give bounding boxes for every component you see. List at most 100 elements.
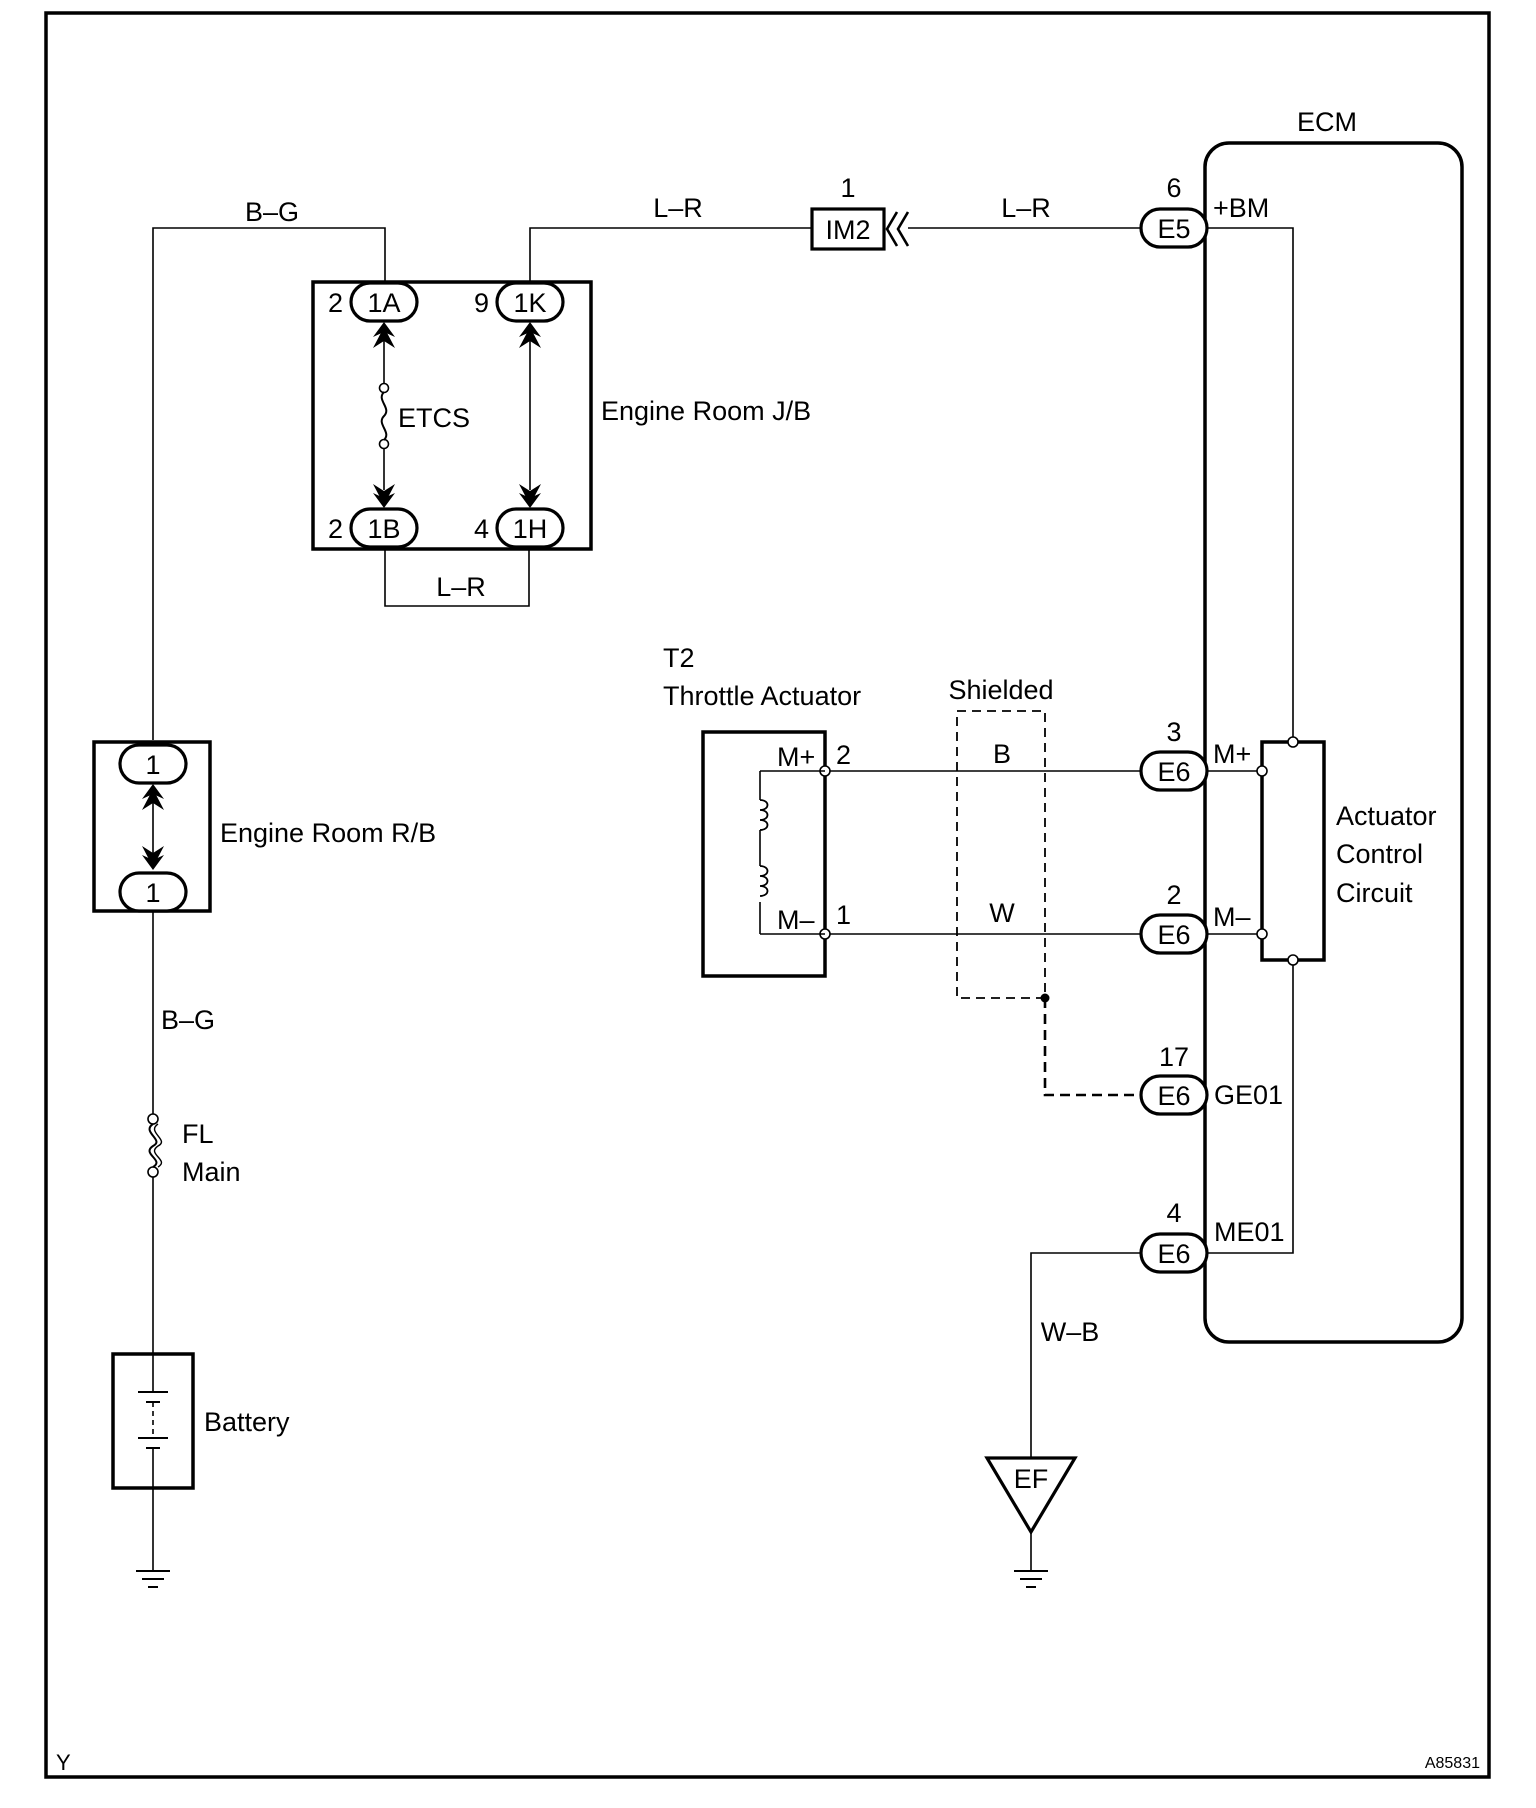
engine-room-jb: Engine Room J/B 1A 2 1K 9 1B 2 1H 4 ETCS xyxy=(311,280,811,551)
rb-connector-top xyxy=(118,743,188,785)
jb-box xyxy=(311,280,593,551)
ecm-connector-code: E6 xyxy=(1157,1239,1190,1269)
wire-label-wb: W–B xyxy=(1041,1317,1100,1347)
wire-lr-left xyxy=(529,227,812,282)
ecm-terminal: +BM xyxy=(1213,193,1269,223)
battery: Battery xyxy=(111,1352,290,1490)
fl-main-fuse: FL Main xyxy=(147,1113,241,1187)
etcs-fuse-label: ETCS xyxy=(398,403,470,433)
shield-box xyxy=(956,710,1046,999)
ecm-box xyxy=(1203,141,1464,1344)
rb-connector-bottom-pin: 1 xyxy=(145,878,160,908)
jb-connector-1b-code: 1B xyxy=(367,514,400,544)
throttle-pin-plus-num: 2 xyxy=(836,740,851,770)
jb-connector-1h-code: 1H xyxy=(513,514,548,544)
wires xyxy=(152,227,1294,1571)
ecm-connector-me01: E6 4 ME01 xyxy=(1139,1198,1285,1274)
main-label: Main xyxy=(182,1157,241,1187)
jb-connector-1k xyxy=(495,281,565,323)
jb-connector-1a xyxy=(349,281,419,323)
throttle-name: Throttle Actuator xyxy=(663,681,861,711)
jb-connector-1a-pin: 2 xyxy=(328,288,343,318)
im2-code: IM2 xyxy=(825,215,870,245)
ef-label: EF xyxy=(1014,1464,1049,1494)
arrow-down-icon xyxy=(142,846,164,867)
arrow-up-icon xyxy=(519,327,541,348)
ef-ground-point: EF xyxy=(984,1456,1078,1536)
jb-connector-1a-code: 1A xyxy=(367,288,400,318)
etcs-fuse-icon xyxy=(380,391,388,441)
arrow-down-icon xyxy=(519,484,541,505)
ecm-connector-mminus: E6 2 M– xyxy=(1139,880,1251,955)
arrow-down-icon xyxy=(142,855,164,870)
diagram-frame xyxy=(44,11,1491,1779)
battery-label: Battery xyxy=(204,1407,290,1437)
wire-label-lr-left: L–R xyxy=(653,193,703,223)
arrow-down-icon xyxy=(373,493,395,508)
ecm-connectors: E5 6 +BM E6 3 M+ E6 2 M– E6 17 GE01 E6 xyxy=(1139,173,1285,1274)
jb-connector-1k-code: 1K xyxy=(513,288,546,318)
ecm-connector-code: E6 xyxy=(1157,920,1190,950)
im2-chevron-icon xyxy=(885,211,910,247)
fl-label: FL xyxy=(182,1119,214,1149)
shield: Shielded xyxy=(948,675,1141,1097)
ground-icon xyxy=(1014,1570,1048,1588)
arrow-up-icon xyxy=(519,322,541,337)
throttle-pin-minus-num: 1 xyxy=(836,900,851,930)
im2-box xyxy=(810,207,886,251)
wire-label-bg-bottom: B–G xyxy=(161,1005,215,1035)
arrow-up-icon xyxy=(142,789,164,810)
actuator-control-circuit: Actuator Control Circuit xyxy=(1256,736,1437,966)
wire-lr-jb xyxy=(384,549,530,607)
ecm-terminal: GE01 xyxy=(1214,1080,1283,1110)
wire-bg-top xyxy=(152,227,386,740)
im2-connector: IM2 1 xyxy=(810,173,910,251)
rb-connector-top-pin: 1 xyxy=(145,750,160,780)
throttle-actuator: T2 Throttle Actuator M+ M– 2 1 xyxy=(663,643,861,978)
ecm-connector-bm: E5 6 +BM xyxy=(1139,173,1269,249)
arrow-up-icon xyxy=(142,784,164,799)
throttle-code: T2 xyxy=(663,643,695,673)
wire-wb xyxy=(1030,1252,1141,1458)
arrow-up-icon xyxy=(373,322,395,337)
shield-label: Shielded xyxy=(948,675,1053,705)
ecm-connector-pin: 4 xyxy=(1166,1198,1181,1228)
ecm-connector-code: E6 xyxy=(1157,1081,1190,1111)
arrow-down-icon xyxy=(373,484,395,505)
fusible-link-icon xyxy=(148,1123,158,1168)
rb-connector-bottom xyxy=(118,871,188,913)
ecm-terminal: M– xyxy=(1213,902,1251,932)
jb-connector-1h-pin: 4 xyxy=(474,514,489,544)
motor-coil-icon xyxy=(759,799,769,897)
shield-drain xyxy=(1043,998,1141,1097)
wire-me01-internal xyxy=(1205,960,1294,1254)
actuator-box xyxy=(1260,740,1326,962)
jb-connector-1k-pin: 9 xyxy=(474,288,489,318)
ecm-connector-ge01: E6 17 GE01 xyxy=(1139,1042,1283,1116)
throttle-pin-plus: M+ xyxy=(777,742,815,772)
ecm-connector-pin: 3 xyxy=(1166,717,1181,747)
ecm-connector-pin: 2 xyxy=(1166,880,1181,910)
wire-label-lr-jb: L–R xyxy=(436,572,486,602)
ground-point-triangle-icon xyxy=(984,1456,1078,1536)
arrow-down-icon xyxy=(519,493,541,508)
wire-label-lr-right: L–R xyxy=(1001,193,1051,223)
wire-label-w: W xyxy=(989,898,1015,928)
engine-room-rb: Engine Room R/B 1 1 xyxy=(92,740,436,913)
ecm-connector-mplus: E6 3 M+ xyxy=(1139,717,1251,792)
ecm-label: ECM xyxy=(1297,107,1357,137)
actuator-label-1: Actuator xyxy=(1336,801,1437,831)
figure-id: A85831 xyxy=(1425,1755,1480,1772)
wire-label-bg-top: B–G xyxy=(245,197,299,227)
ecm-connector-pin: 17 xyxy=(1159,1042,1189,1072)
wire-label-b: B xyxy=(993,739,1011,769)
actuator-label-3: Circuit xyxy=(1336,878,1413,908)
ecm-connector-code: E5 xyxy=(1157,214,1190,244)
ecm-connector-code: E6 xyxy=(1157,757,1190,787)
throttle-pin-minus: M– xyxy=(777,905,815,935)
ecm-connector-pin: 6 xyxy=(1166,173,1181,203)
corner-mark: Y xyxy=(56,1750,71,1775)
im2-pin: 1 xyxy=(840,173,855,203)
ecm-terminal: M+ xyxy=(1213,739,1251,769)
wire-bm-internal xyxy=(1205,227,1294,742)
